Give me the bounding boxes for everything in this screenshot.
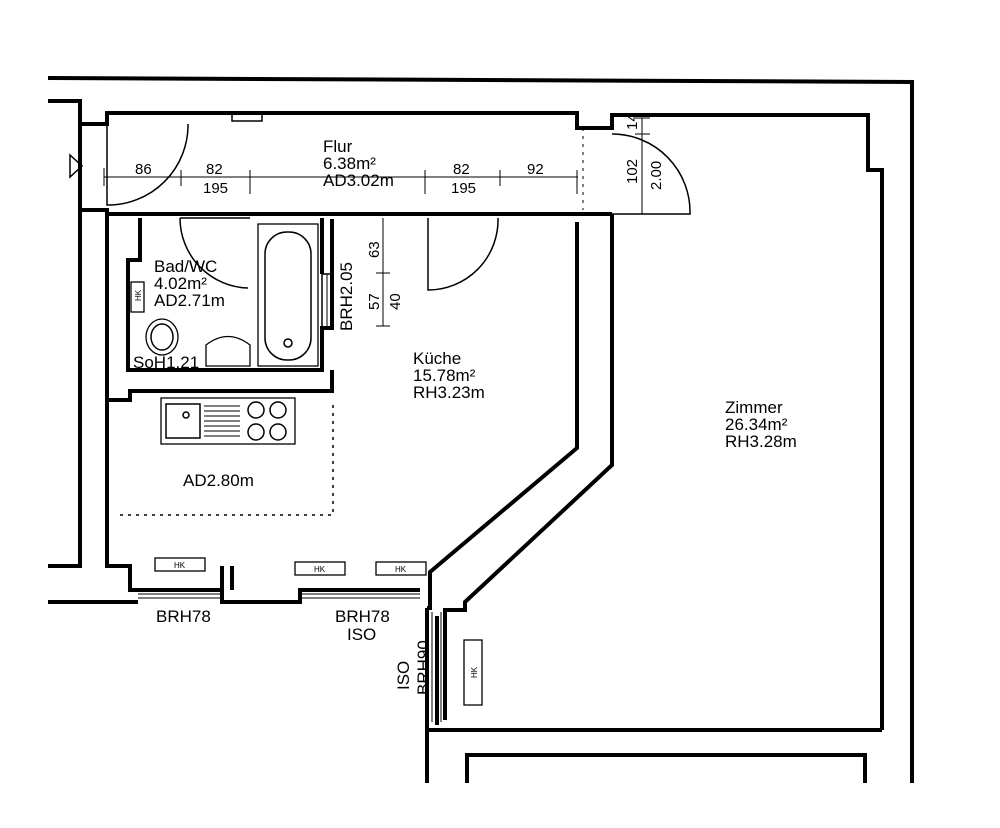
dim-kueche-v3: 40 [387, 293, 404, 310]
details [69, 112, 650, 722]
dim-door-zimmer-top: 14 [624, 113, 641, 130]
room-height-flur: AD3.02m [323, 171, 394, 190]
fixtures [130, 223, 483, 706]
hk-label: HK [395, 565, 407, 574]
iso-mid-label: ISO [347, 625, 376, 644]
radiator [375, 561, 427, 576]
dim-door-zimmer-w: 102 [624, 159, 641, 184]
room-name-kueche: Küche [413, 349, 461, 368]
radiator [294, 561, 346, 576]
room-height-bad: AD2.71m [154, 291, 225, 310]
brh-bad-label: BRH2.05 [337, 262, 356, 331]
wash-basin [205, 335, 251, 367]
room-area-flur: 6.38m² [323, 154, 376, 173]
hk-label: HK [314, 565, 326, 574]
hk-label: HK [470, 666, 479, 678]
room-area-bad: 4.02m² [154, 274, 207, 293]
brh-right-label: BRH90 [414, 640, 433, 695]
kueche-sub-height: AD2.80m [183, 471, 254, 490]
dim-flur-b: 82 [206, 161, 223, 178]
radiator [130, 281, 145, 313]
soh-label: SoH1.21 [133, 353, 199, 372]
dim-kueche-v1: 63 [366, 241, 383, 258]
hob-burner [247, 401, 265, 419]
dim-flur-c-h: 195 [451, 180, 476, 197]
hob-burner [247, 423, 265, 441]
hob-burner [269, 401, 287, 419]
dim-flur-c: 82 [453, 161, 470, 178]
dim-flur-d: 92 [527, 161, 544, 178]
drainboard [204, 405, 240, 437]
bathtub [257, 223, 319, 367]
radiator [463, 639, 483, 706]
labels: Flur 6.38m² AD3.02m Bad/WC 4.02m² AD2.71… [133, 113, 797, 695]
room-height-kueche: RH3.23m [413, 383, 485, 402]
room-height-zimmer: RH3.28m [725, 432, 797, 451]
brh-left-label: BRH78 [156, 607, 211, 626]
room-name-zimmer: Zimmer [725, 398, 783, 417]
hk-label: HK [134, 289, 143, 301]
room-area-kueche: 15.78m² [413, 366, 476, 385]
radiator [154, 557, 206, 572]
room-name-flur: Flur [323, 137, 353, 156]
dim-flur-a: 86 [135, 161, 152, 178]
doors [106, 123, 691, 291]
dim-flur-b-h: 195 [203, 180, 228, 197]
dim-door-zimmer-h: 2.00 [648, 161, 665, 190]
hob-burner [269, 423, 287, 441]
room-area-zimmer: 26.34m² [725, 415, 788, 434]
brh-mid-label: BRH78 [335, 607, 390, 626]
dim-kueche-v2: 57 [366, 293, 383, 310]
room-name-bad: Bad/WC [154, 257, 217, 276]
iso-right-label: ISO [394, 661, 413, 690]
hk-label: HK [174, 561, 186, 570]
